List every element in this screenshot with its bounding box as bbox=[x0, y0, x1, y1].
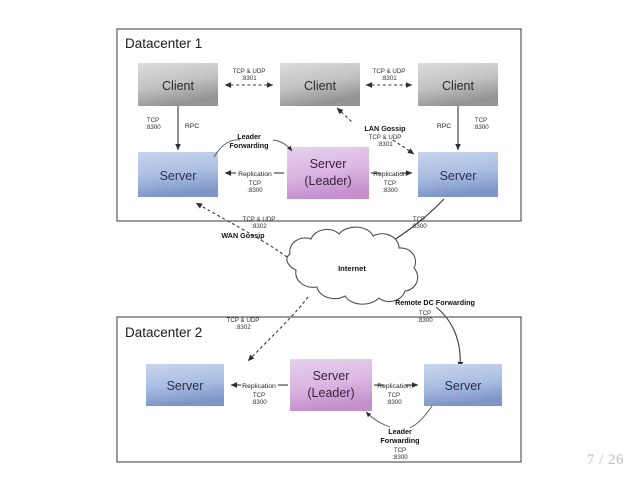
rpc-right-port: :8300 bbox=[473, 124, 489, 131]
client-gossip-right-protocol: TCP & UDP bbox=[373, 68, 406, 75]
lan-gossip-arrow-lower bbox=[392, 139, 415, 155]
remote-dc-out-protocol: TCP bbox=[413, 216, 425, 223]
client-gossip-right-port: :8301 bbox=[381, 75, 397, 82]
client-box-1[interactable] bbox=[138, 63, 218, 106]
page-number: 7 / 26 bbox=[586, 452, 624, 468]
dc1-replication-right-port: :8300 bbox=[382, 187, 398, 194]
rpc-right-protocol: TCP bbox=[475, 117, 487, 124]
dc2-server-box-left[interactable] bbox=[146, 364, 224, 406]
dc2-leader-forwarding-line2: Forwarding bbox=[380, 436, 419, 445]
client-box-3[interactable] bbox=[418, 63, 498, 106]
remote-dc-forwarding-port: :8300 bbox=[417, 317, 433, 324]
wan-gossip-top-name: WAN Gossip bbox=[221, 231, 265, 240]
dc2-server-left-label: Server bbox=[167, 379, 204, 393]
dc2-replication-left-protocol: TCP bbox=[253, 392, 265, 399]
remote-dc-forwarding-curve bbox=[435, 306, 464, 369]
rpc-left-protocol: TCP bbox=[147, 117, 159, 124]
dc2-replication-right-name: Replication bbox=[377, 383, 411, 390]
rpc-left-name: RPC bbox=[185, 123, 199, 130]
wan-gossip-dashed-up bbox=[195, 202, 288, 258]
dc2-replication-left-name: Replication bbox=[242, 383, 276, 390]
rpc-right-name: RPC bbox=[437, 123, 451, 130]
datacenter-1-frame bbox=[116, 28, 522, 222]
dc1-server-right-label: Server bbox=[440, 169, 477, 183]
leader-forwarding-curve-right bbox=[272, 139, 293, 152]
dc1-server-left-label: Server bbox=[160, 169, 197, 183]
dc1-replication-left-port: :8300 bbox=[247, 187, 263, 194]
lan-gossip-arrow-upper bbox=[336, 107, 353, 123]
client-box-2[interactable] bbox=[280, 63, 360, 106]
dc1-leader-forwarding-line2: Forwarding bbox=[229, 141, 268, 150]
dc2-server-right-label: Server bbox=[445, 379, 482, 393]
rpc-left-port: :8300 bbox=[145, 124, 161, 131]
dc1-replication-right-name: Replication bbox=[373, 171, 407, 178]
dc2-leader-forwarding-port: :8300 bbox=[392, 454, 408, 461]
dc1-leader-forwarding-line1: Leader bbox=[237, 132, 261, 141]
dc2-leader-forwarding-protocol: TCP bbox=[394, 447, 406, 454]
datacenter-1-title: Datacenter 1 bbox=[125, 36, 202, 51]
client-box-3-label: Client bbox=[442, 79, 474, 93]
dc1-server-box-leader[interactable] bbox=[287, 147, 369, 199]
client-gossip-left-protocol: TCP & UDP bbox=[233, 68, 266, 75]
lan-gossip-name: LAN Gossip bbox=[364, 124, 406, 133]
lan-gossip-protocol: TCP & UDP bbox=[369, 134, 402, 141]
dc1-replication-left-protocol: TCP bbox=[249, 180, 261, 187]
dc2-server-box-leader[interactable] bbox=[290, 359, 372, 411]
dc1-server-box-right[interactable] bbox=[418, 152, 498, 197]
dc1-replication-right-protocol: TCP bbox=[384, 180, 396, 187]
client-box-1-label: Client bbox=[162, 79, 194, 93]
remote-dc-out-port: :8300 bbox=[411, 223, 427, 230]
lan-gossip-port: :8301 bbox=[377, 141, 393, 148]
dc1-replication-left-name: Replication bbox=[238, 171, 272, 178]
dc1-server-leader-label-line1: Server bbox=[310, 157, 347, 171]
dc2-server-box-right[interactable] bbox=[424, 364, 502, 406]
leader-forwarding-curve-left bbox=[213, 139, 241, 158]
wan-gossip-dashed-down bbox=[247, 296, 309, 362]
wan-gossip-bottom-port: :8302 bbox=[235, 324, 251, 331]
dc2-server-leader-label-line2: (Leader) bbox=[307, 386, 354, 400]
wan-gossip-top-protocol: TCP & UDP bbox=[243, 216, 276, 223]
dc2-server-leader-label-line1: Server bbox=[313, 369, 350, 383]
dc1-server-box-left[interactable] bbox=[138, 152, 218, 197]
datacenter-2-title: Datacenter 2 bbox=[125, 325, 202, 340]
dc1-server-leader-label-line2: (Leader) bbox=[304, 174, 351, 188]
dc2-replication-right-port: :8300 bbox=[386, 399, 402, 406]
datacenter-2-frame bbox=[116, 316, 522, 463]
dc2-leader-forwarding-line1: Leader bbox=[388, 427, 412, 436]
remote-dc-forwarding-protocol: TCP bbox=[419, 310, 431, 317]
internet-cloud-shape bbox=[286, 226, 419, 305]
wan-gossip-bottom-protocol: TCP & UDP bbox=[227, 317, 260, 324]
dc2-leader-forwarding-curve-left bbox=[365, 411, 391, 428]
dc2-replication-right-protocol: TCP bbox=[388, 392, 400, 399]
wan-gossip-top-port: :8302 bbox=[251, 223, 267, 230]
client-box-2-label: Client bbox=[304, 79, 336, 93]
dc2-leader-forwarding-curve-right bbox=[409, 405, 433, 429]
remote-dc-forwarding-name: Remote DC Forwarding bbox=[395, 298, 475, 307]
dc2-replication-left-port: :8300 bbox=[251, 399, 267, 406]
internet-label: Internet bbox=[338, 264, 366, 273]
client-gossip-left-port: :8301 bbox=[241, 75, 257, 82]
